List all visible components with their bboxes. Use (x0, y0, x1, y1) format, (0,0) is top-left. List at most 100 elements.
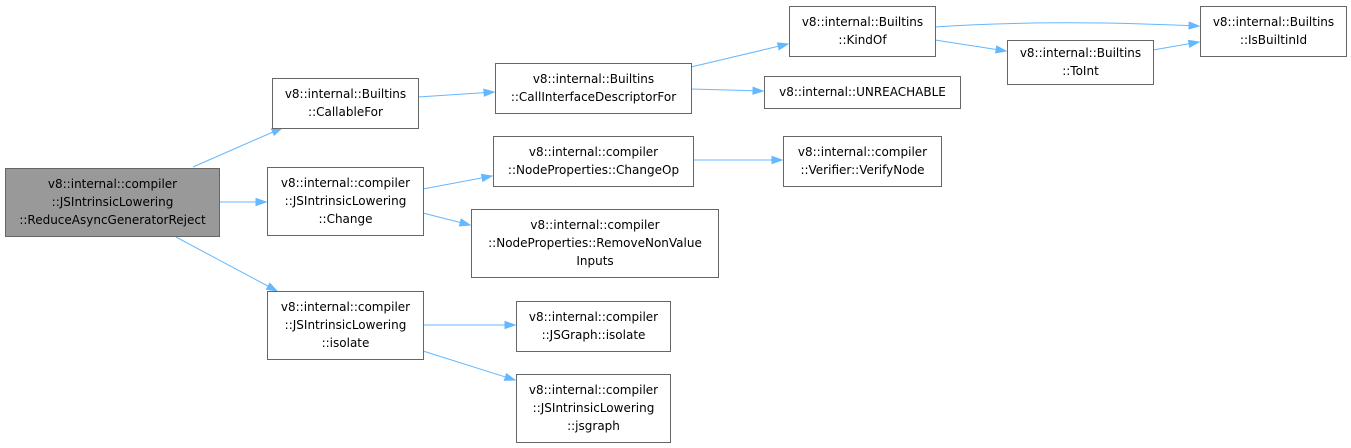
node-callablefor[interactable]: v8::internal::Builtins::CallableFor (272, 78, 419, 129)
node-changeop[interactable]: v8::internal::compiler::NodeProperties::… (493, 136, 694, 187)
edge-line (934, 39, 1007, 52)
node-label-line: ::IsBuiltinId (1240, 33, 1307, 47)
arrowhead (752, 86, 765, 95)
arrowhead (270, 127, 284, 137)
node-box (516, 301, 671, 352)
node-label-line: ::JSIntrinsicLowering (285, 318, 407, 332)
node-label-line: v8::internal::compiler (281, 300, 410, 314)
node-box (516, 374, 671, 443)
node-label-line: ::Verifier::VerifyNode (800, 163, 924, 177)
node-box (764, 76, 961, 109)
edge-kindof-to-toint (934, 39, 1008, 54)
node-label-line: v8::internal::compiler (281, 176, 410, 190)
arrowhead (771, 155, 784, 165)
arrowhead (480, 173, 494, 183)
edge-reduce-to-change (220, 197, 268, 207)
node-box (1007, 40, 1154, 85)
node-label-line: v8::internal::Builtins (802, 15, 923, 29)
edge-line (422, 175, 493, 190)
edges-layer (175, 21, 1201, 381)
node-label-line: v8::internal::compiler (48, 177, 177, 191)
edge-callinterface-to-kindof (690, 42, 790, 68)
node-box (1200, 6, 1347, 57)
edge-reduce-to-callablefor (192, 127, 284, 168)
arrowhead (994, 45, 1008, 54)
arrowhead (503, 372, 517, 381)
node-jsgraph_isolate[interactable]: v8::internal::compiler::JSGraph::isolate (516, 301, 671, 352)
arrowhead (504, 320, 517, 330)
node-label-line: ::JSIntrinsicLowering (52, 195, 174, 209)
node-label-line: ::NodeProperties::ChangeOp (508, 163, 679, 177)
edge-reduce-to-isolate (175, 236, 279, 292)
node-box (5, 168, 220, 237)
node-box (783, 136, 942, 187)
node-label-line: ::CallInterfaceDescriptorFor (511, 90, 676, 104)
node-change[interactable]: v8::internal::compiler::JSIntrinsicLower… (267, 167, 424, 236)
edge-line (192, 127, 283, 168)
edge-line (417, 91, 495, 98)
arrowhead (776, 42, 790, 51)
node-box (272, 78, 419, 129)
node-box (471, 209, 719, 278)
node-label-line: v8::internal::UNREACHABLE (779, 85, 946, 99)
node-label-line: v8::internal::compiler (529, 145, 658, 159)
node-label-line: v8::internal::compiler (529, 310, 658, 324)
node-reduce[interactable]: v8::internal::compiler::JSIntrinsicLower… (5, 168, 220, 237)
node-label-line: v8::internal::Builtins (1020, 46, 1141, 60)
node-unreachable[interactable]: v8::internal::UNREACHABLE (764, 76, 961, 109)
node-label-line: ::JSIntrinsicLowering (533, 401, 655, 415)
node-isbuiltinid[interactable]: v8::internal::Builtins::IsBuiltinId (1200, 6, 1347, 57)
edge-change-to-changeop (422, 173, 494, 190)
edge-line (690, 43, 789, 68)
edge-toint-to-isbuiltinid (1152, 39, 1201, 51)
node-label-line: ::isolate (322, 336, 370, 350)
node-label-line: v8::internal::compiler (798, 145, 927, 159)
node-box (789, 6, 936, 57)
node-kindof[interactable]: v8::internal::Builtins::KindOf (789, 6, 936, 57)
node-toint[interactable]: v8::internal::Builtins::ToInt (1007, 40, 1154, 85)
arrowhead (265, 282, 279, 292)
nodes-layer: v8::internal::compiler::JSIntrinsicLower… (5, 6, 1347, 443)
edge-line (422, 350, 516, 381)
node-label-line: ::JSGraph::isolate (542, 328, 646, 342)
edge-callinterface-to-unreachable (690, 86, 765, 95)
node-label-line: ::KindOf (838, 33, 887, 47)
node-label-line: ::JSIntrinsicLowering (285, 194, 407, 208)
node-box (495, 63, 692, 114)
arrowhead (1188, 21, 1201, 30)
node-label-line: v8::internal::Builtins (285, 87, 406, 101)
node-label-line: v8::internal::compiler (529, 383, 658, 397)
edge-change-to-removenonvalue (422, 212, 472, 227)
node-label-line: v8::internal::compiler (530, 218, 659, 232)
node-label-line: ::jsgraph (567, 419, 620, 433)
node-label-line: ::ToInt (1062, 64, 1099, 78)
node-label-line: ::ReduceAsyncGeneratorReject (19, 213, 206, 227)
arrowhead (1187, 39, 1201, 48)
arrowhead (458, 218, 472, 227)
arrowhead (483, 88, 496, 97)
arrowhead (255, 197, 268, 207)
node-label-line: ::Change (318, 212, 372, 226)
node-isolate[interactable]: v8::internal::compiler::JSIntrinsicLower… (267, 291, 424, 360)
node-removenonvalue[interactable]: v8::internal::compiler::NodeProperties::… (471, 209, 719, 278)
node-jsgraph[interactable]: v8::internal::compiler::JSIntrinsicLower… (516, 374, 671, 443)
node-label-line: v8::internal::Builtins (1213, 15, 1334, 29)
node-label-line: v8::internal::Builtins (533, 72, 654, 86)
edge-callablefor-to-callinterface (417, 88, 496, 98)
node-label-line: ::CallableFor (308, 105, 383, 119)
edge-line (690, 88, 764, 92)
node-label-line: ::NodeProperties::RemoveNonValue (488, 236, 702, 250)
node-box (493, 136, 694, 187)
edge-isolate-to-jsgraph_isolate (423, 320, 517, 330)
node-callinterface[interactable]: v8::internal::Builtins::CallInterfaceDes… (495, 63, 692, 114)
edge-changeop-to-verifynode (693, 155, 784, 165)
node-label-line: Inputs (576, 254, 613, 268)
edge-line (934, 22, 1200, 28)
node-box (267, 167, 424, 236)
edge-line (175, 236, 278, 292)
node-verifynode[interactable]: v8::internal::compiler::Verifier::Verify… (783, 136, 942, 187)
node-box (267, 291, 424, 360)
edge-kindof-to-isbuiltinid (934, 21, 1201, 30)
edge-isolate-to-jsgraph (422, 350, 517, 381)
